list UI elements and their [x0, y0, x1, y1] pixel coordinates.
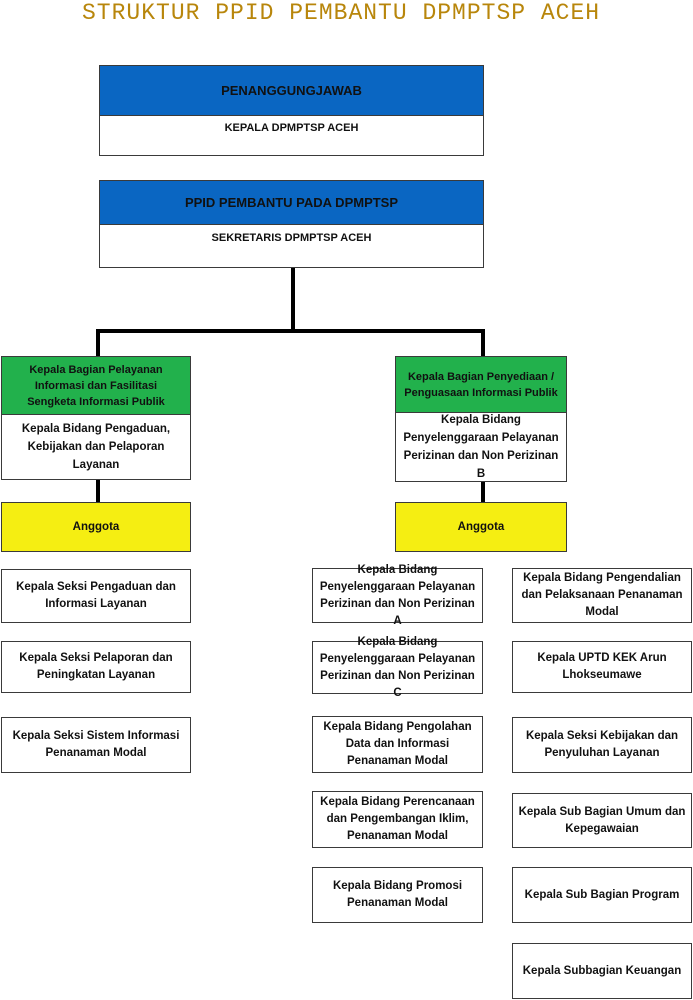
right-member-col2-2-text: Kepala UPTD KEK Arun Lhokseumawe: [537, 652, 667, 681]
connector-ppid-down: [291, 268, 295, 332]
right-branch-body-text: Kepala Bidang Penyelenggaraan Pelayanan …: [403, 414, 559, 480]
right-member-col1-2-text: Kepala Bidang Penyelenggaraan Pelayanan …: [319, 635, 476, 699]
penanggungjawab-heading-text: PENANGGUNGJAWAB: [221, 83, 362, 98]
connector-right-anggota: [481, 482, 485, 502]
right-branch-body: Kepala Bidang Penyelenggaraan Pelayanan …: [395, 413, 567, 482]
right-branch-heading-text: Kepala Bagian Penyediaan / Penguasaan In…: [404, 370, 558, 399]
right-member-col2-2: Kepala UPTD KEK Arun Lhokseumawe: [512, 641, 692, 693]
right-member-col2-3-text: Kepala Seksi Kebijakan dan Penyuluhan La…: [525, 730, 679, 759]
right-member-col1-2: Kepala Bidang Penyelenggaraan Pelayanan …: [312, 636, 483, 699]
left-branch-heading-text: Kepala Bagian Pelayanan Informasi dan Fa…: [27, 363, 165, 408]
left-member-3-text: Kepala Seksi Sistem Informasi Penanaman …: [12, 730, 180, 759]
right-member-col2-4: Kepala Sub Bagian Umum dan Kepegawaian: [512, 793, 692, 848]
right-member-col2-6: Kepala Subbagian Keuangan: [512, 943, 692, 999]
penanggungjawab-heading: PENANGGUNGJAWAB: [99, 65, 484, 116]
right-member-col2-1: Kepala Bidang Pengendalian dan Pelaksana…: [512, 568, 692, 623]
right-member-col1-5: Kepala Bidang Promosi Penanaman Modal: [312, 867, 483, 923]
left-branch-heading: Kepala Bagian Pelayanan Informasi dan Fa…: [1, 356, 191, 415]
left-branch-body: Kepala Bidang Pengaduan, Kebijakan dan P…: [1, 415, 191, 480]
right-member-col2-4-text: Kepala Sub Bagian Umum dan Kepegawaian: [518, 805, 686, 835]
ppid-heading: PPID PEMBANTU PADA DPMPTSP: [99, 180, 484, 225]
left-member-3: Kepala Seksi Sistem Informasi Penanaman …: [1, 717, 191, 773]
left-member-2-text: Kepala Seksi Pelaporan dan Peningkatan L…: [19, 652, 173, 681]
right-anggota-text: Anggota: [457, 521, 505, 533]
right-member-col2-5-text: Kepala Sub Bagian Program: [524, 888, 680, 901]
left-anggota-label: Anggota: [1, 502, 191, 552]
left-member-2: Kepala Seksi Pelaporan dan Peningkatan L…: [1, 641, 191, 693]
right-member-col2-5: Kepala Sub Bagian Program: [512, 867, 692, 923]
right-member-col1-5-text: Kepala Bidang Promosi Penanaman Modal: [332, 880, 463, 909]
right-member-col1-1-text: Kepala Bidang Penyelenggaraan Pelayanan …: [319, 563, 476, 627]
left-member-1-text: Kepala Seksi Pengaduan dan Informasi Lay…: [16, 581, 176, 610]
connector-horizontal: [96, 329, 485, 333]
left-member-1: Kepala Seksi Pengaduan dan Informasi Lay…: [1, 569, 191, 623]
connector-left-down: [96, 329, 100, 356]
connector-right-down: [481, 329, 485, 356]
ppid-body: SEKRETARIS DPMPTSP ACEH: [99, 225, 484, 268]
right-member-col1-3: Kepala Bidang Pengolahan Data dan Inform…: [312, 716, 483, 773]
right-member-col1-4-text: Kepala Bidang Perencanaan dan Pengembang…: [320, 796, 475, 842]
right-member-col2-3: Kepala Seksi Kebijakan dan Penyuluhan La…: [512, 717, 692, 773]
penanggungjawab-body: KEPALA DPMPTSP ACEH: [99, 116, 484, 156]
left-anggota-text: Anggota: [72, 521, 120, 533]
right-member-col2-1-text: Kepala Bidang Pengendalian dan Pelaksana…: [521, 572, 683, 618]
page-title: STRUKTUR PPID PEMBANTU DPMPTSP ACEH: [82, 0, 601, 26]
ppid-heading-text: PPID PEMBANTU PADA DPMPTSP: [184, 195, 399, 210]
right-member-col1-1: Kepala Bidang Penyelenggaraan Pelayanan …: [312, 564, 483, 627]
right-anggota-label: Anggota: [395, 502, 567, 552]
connector-left-anggota: [96, 480, 100, 502]
ppid-body-text: SEKRETARIS DPMPTSP ACEH: [211, 232, 372, 244]
right-member-col1-3-text: Kepala Bidang Pengolahan Data dan Inform…: [323, 721, 472, 767]
right-member-col1-4: Kepala Bidang Perencanaan dan Pengembang…: [312, 791, 483, 848]
right-branch-heading: Kepala Bagian Penyediaan / Penguasaan In…: [395, 356, 567, 413]
right-member-col2-6-text: Kepala Subbagian Keuangan: [522, 964, 682, 977]
left-branch-body-text: Kepala Bidang Pengaduan, Kebijakan dan P…: [21, 423, 171, 471]
penanggungjawab-body-text: KEPALA DPMPTSP ACEH: [224, 122, 359, 134]
